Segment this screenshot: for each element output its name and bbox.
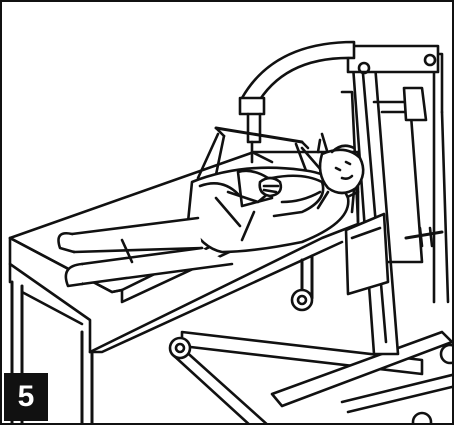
- patient: [57, 144, 365, 288]
- lift-base: [168, 288, 452, 423]
- step-number-badge: 5: [4, 373, 48, 421]
- spreader-bar: [196, 126, 330, 196]
- lift-mast: [340, 44, 450, 356]
- lift-boom: [238, 40, 356, 164]
